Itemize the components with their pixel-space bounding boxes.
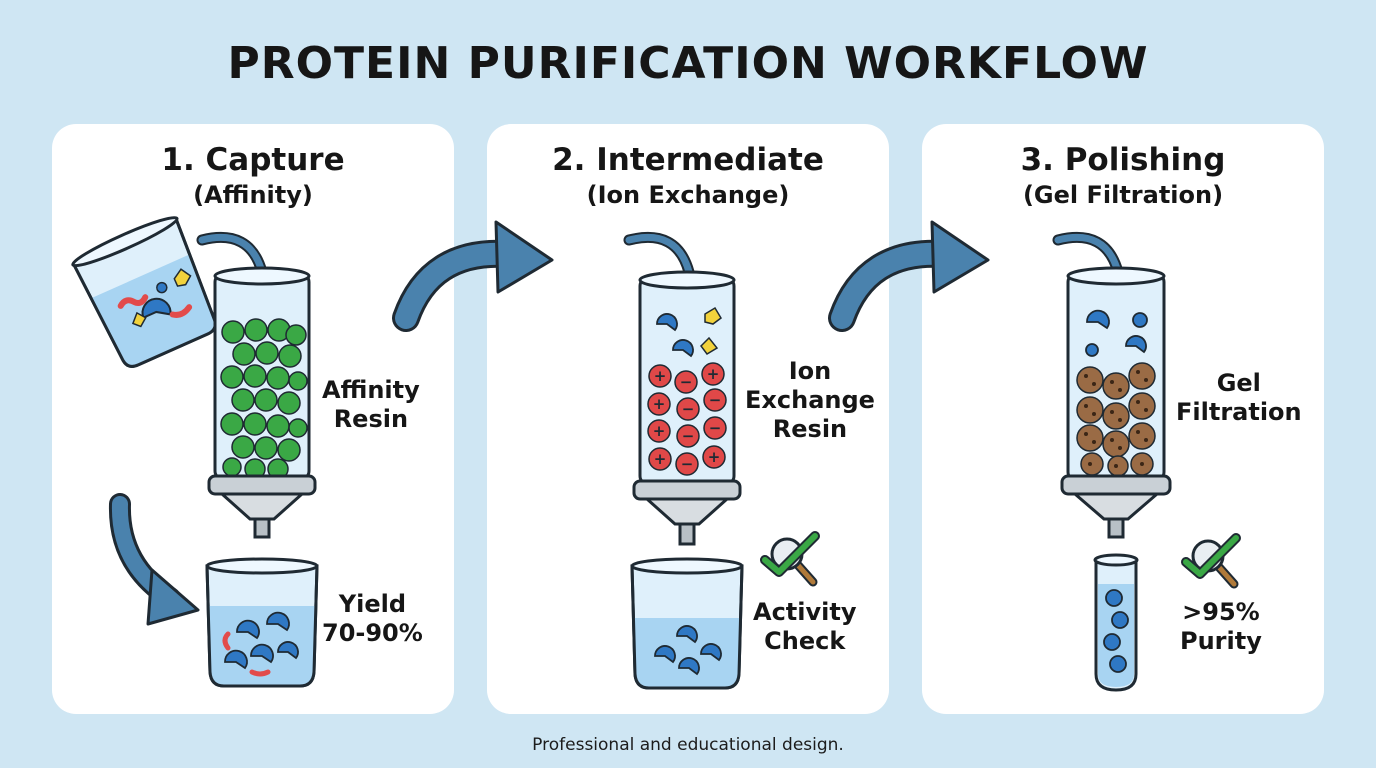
svg-text:−: − [682, 427, 695, 445]
step-subtitle-polishing: (Gel Filtration) [1022, 181, 1224, 209]
affinity-resin-beads [220, 318, 308, 480]
eluate-beaker-icon [205, 557, 319, 688]
pour-arrow-icon [625, 233, 693, 276]
svg-text:+: + [707, 365, 720, 383]
intermediate-illustration: +−+ +−− +−− +−+ [623, 231, 820, 690]
capture-illustration [71, 216, 319, 688]
step-subtitle-intermediate: (Ion Exchange) [586, 181, 790, 209]
svg-text:−: − [680, 373, 693, 391]
step-subtitle-capture: (Affinity) [193, 181, 313, 209]
svg-text:−: − [709, 419, 722, 437]
footer-note: Professional and educational design. [532, 735, 844, 755]
ion-exchange-column-icon: +−+ +−− +−− +−+ [632, 270, 742, 546]
result-label-polishing: >95%Purity [1180, 598, 1262, 655]
magnifier-check-icon [1181, 533, 1241, 589]
step-title-polishing: 3. Polishing [1020, 142, 1226, 178]
svg-text:+: + [653, 395, 666, 413]
svg-text:−: − [681, 455, 694, 473]
pour-arrow-icon [1054, 233, 1122, 276]
svg-text:+: + [654, 367, 667, 385]
magnifier-check-icon [760, 531, 820, 587]
svg-text:+: + [708, 448, 721, 466]
collection-beaker-icon [630, 557, 744, 690]
affinity-column-icon [207, 266, 317, 539]
test-tube-icon [1093, 553, 1139, 692]
step-title-capture: 1. Capture [161, 142, 345, 178]
step-panel-intermediate: 2. Intermediate (Ion Exchange) +−+ +−− +… [487, 124, 889, 714]
step-panel-capture: 1. Capture (Affinity) [52, 124, 454, 714]
gel-filtration-beads [1076, 362, 1156, 477]
ion-exchange-resin-beads [647, 362, 727, 476]
step-panel-polishing: 3. Polishing (Gel Filtration) [922, 124, 1324, 714]
polishing-illustration [1052, 231, 1241, 692]
page-title: PROTEIN PURIFICATION WORKFLOW [227, 38, 1149, 89]
svg-text:+: + [654, 450, 667, 468]
svg-text:−: − [682, 400, 695, 418]
step-title-intermediate: 2. Intermediate [552, 142, 824, 178]
gel-filtration-column-icon [1060, 266, 1172, 539]
svg-text:−: − [709, 391, 722, 409]
svg-text:+: + [653, 422, 666, 440]
